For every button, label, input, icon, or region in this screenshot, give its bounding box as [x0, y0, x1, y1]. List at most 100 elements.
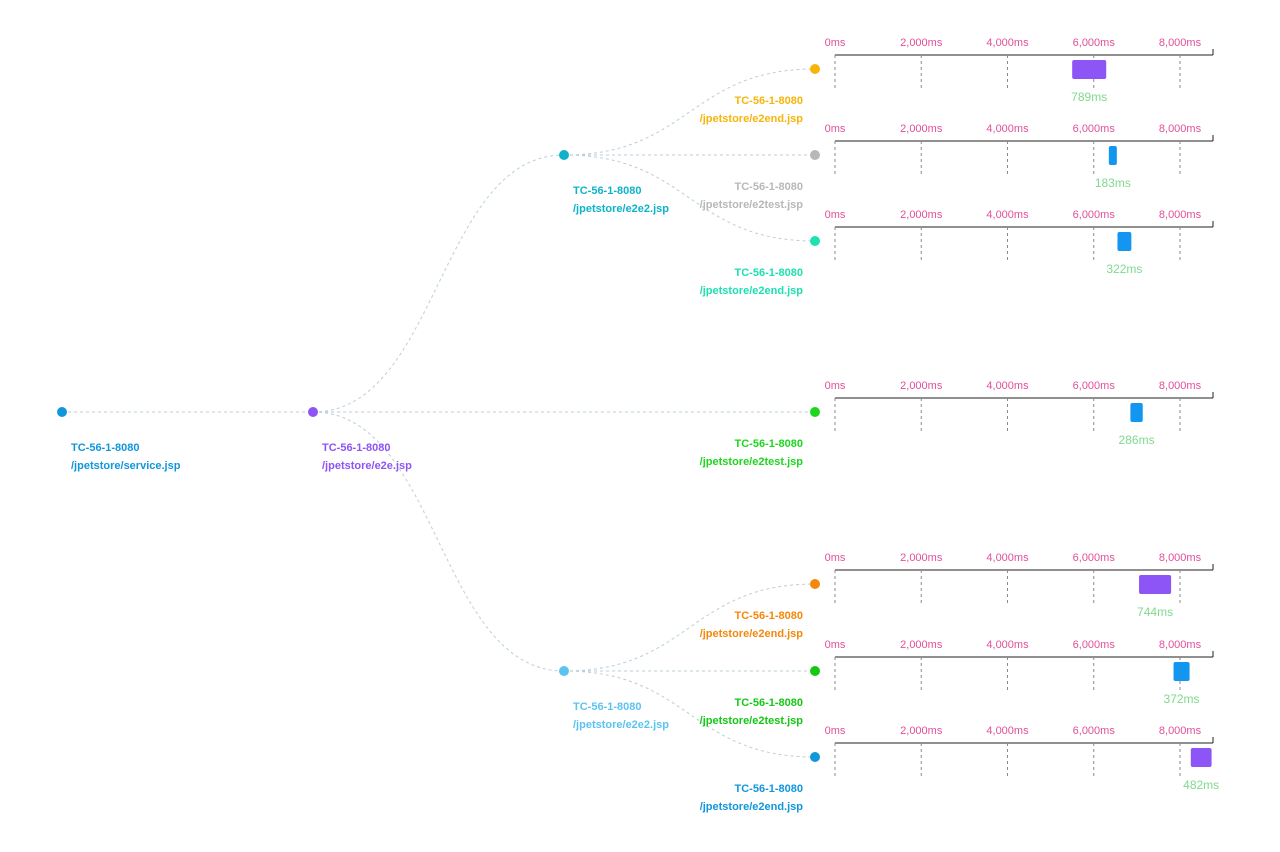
span-timeline-leaf6: 0ms 2,000ms 4,000ms 6,000ms 8,000ms 372ms [825, 639, 1214, 706]
span-duration-label: 183ms [1095, 176, 1131, 190]
timeline-tick-label: 4,000ms [986, 552, 1029, 564]
timeline-tick-label: 4,000ms [986, 123, 1029, 135]
trace-node-leaf4[interactable]: TC-56-1-8080/jpetstore/e2test.jsp [700, 407, 820, 468]
timeline-tick-label: 6,000ms [1073, 123, 1116, 135]
timeline-tick-label: 2,000ms [900, 725, 943, 737]
span-duration-label: 286ms [1119, 433, 1155, 447]
node-dot[interactable] [810, 579, 820, 589]
node-dot[interactable] [810, 64, 820, 74]
span-timeline-leaf2: 0ms 2,000ms 4,000ms 6,000ms 8,000ms 183ms [825, 123, 1214, 190]
span-duration-label: 789ms [1071, 90, 1107, 104]
edges [62, 68, 816, 758]
edge-e2e2b-leaf7 [563, 670, 816, 758]
span-duration-bar[interactable] [1117, 232, 1132, 251]
node-dot[interactable] [810, 666, 820, 676]
timeline-tick-label: 8,000ms [1159, 552, 1202, 564]
node-endpoint-label: /jpetstore/e2end.jsp [700, 285, 804, 297]
timeline-tick-label: 0ms [825, 639, 846, 651]
timeline-tick-label: 2,000ms [900, 209, 943, 221]
span-duration-bar[interactable] [1108, 146, 1117, 165]
timeline-tick-label: 4,000ms [986, 380, 1029, 392]
span-timeline-leaf7: 0ms 2,000ms 4,000ms 6,000ms 8,000ms 482ms [825, 725, 1220, 792]
node-endpoint-label: /jpetstore/e2e2.jsp [573, 719, 669, 731]
node-endpoint-label: /jpetstore/e2test.jsp [700, 456, 804, 468]
edge-e2e2a-leaf1 [563, 68, 816, 156]
trace-node-e2e2b[interactable]: TC-56-1-8080/jpetstore/e2e2.jsp [559, 666, 669, 731]
edge-e2e2b-leaf5 [563, 583, 816, 672]
timeline-tick-label: 2,000ms [900, 123, 943, 135]
span-duration-bar[interactable] [1139, 575, 1172, 594]
trace-node-leaf3[interactable]: TC-56-1-8080/jpetstore/e2end.jsp [700, 236, 820, 297]
span-duration-bar[interactable] [1190, 748, 1212, 767]
node-dot[interactable] [810, 150, 820, 160]
node-endpoint-label: /jpetstore/e2test.jsp [700, 715, 804, 727]
trace-node-e2e[interactable]: TC-56-1-8080/jpetstore/e2e.jsp [308, 407, 412, 472]
timeline-tick-label: 6,000ms [1073, 552, 1116, 564]
timeline-tick-label: 0ms [825, 37, 846, 49]
timeline-tick-label: 4,000ms [986, 639, 1029, 651]
timeline-tick-label: 0ms [825, 725, 846, 737]
timeline-tick-label: 4,000ms [986, 209, 1029, 221]
node-endpoint-label: /jpetstore/service.jsp [71, 460, 181, 472]
span-duration-label: 744ms [1137, 605, 1173, 619]
trace-node-e2e2a[interactable]: TC-56-1-8080/jpetstore/e2e2.jsp [559, 150, 669, 215]
edge-e2e2a-leaf3 [563, 154, 816, 242]
timeline-tick-label: 4,000ms [986, 725, 1029, 737]
timeline-tick-label: 6,000ms [1073, 725, 1116, 737]
trace-node-leaf2[interactable]: TC-56-1-8080/jpetstore/e2test.jsp [700, 150, 820, 211]
span-timeline-leaf4: 0ms 2,000ms 4,000ms 6,000ms 8,000ms 286ms [825, 380, 1214, 447]
node-dot[interactable] [57, 407, 67, 417]
node-endpoint-label: /jpetstore/e2end.jsp [700, 113, 804, 125]
node-endpoint-label: /jpetstore/e2e.jsp [322, 460, 412, 472]
timeline-tick-label: 0ms [825, 123, 846, 135]
span-timeline-leaf3: 0ms 2,000ms 4,000ms 6,000ms 8,000ms 322ms [825, 209, 1214, 276]
timeline-tick-label: 6,000ms [1073, 37, 1116, 49]
node-dot[interactable] [810, 236, 820, 246]
node-dot[interactable] [810, 407, 820, 417]
node-dot[interactable] [810, 752, 820, 762]
timeline-tick-label: 8,000ms [1159, 37, 1202, 49]
timeline-tick-label: 0ms [825, 209, 846, 221]
span-duration-bar[interactable] [1130, 403, 1143, 422]
node-endpoint-label: /jpetstore/e2e2.jsp [573, 203, 669, 215]
timeline-tick-label: 8,000ms [1159, 209, 1202, 221]
timeline-tick-label: 2,000ms [900, 639, 943, 651]
edge-e2e-e2e2a [312, 154, 565, 413]
node-dot[interactable] [559, 150, 569, 160]
node-service-label: TC-56-1-8080 [735, 181, 803, 193]
timeline-tick-label: 8,000ms [1159, 123, 1202, 135]
trace-node-leaf7[interactable]: TC-56-1-8080/jpetstore/e2end.jsp [700, 752, 820, 813]
timeline-tick-label: 2,000ms [900, 380, 943, 392]
node-dot[interactable] [559, 666, 569, 676]
timeline-tick-label: 8,000ms [1159, 639, 1202, 651]
timeline-tick-label: 0ms [825, 380, 846, 392]
span-timeline-leaf1: 0ms 2,000ms 4,000ms 6,000ms 8,000ms 789ms [825, 37, 1214, 104]
node-endpoint-label: /jpetstore/e2test.jsp [700, 199, 804, 211]
timeline-tick-label: 6,000ms [1073, 639, 1116, 651]
timeline-tick-label: 8,000ms [1159, 380, 1202, 392]
node-dot[interactable] [308, 407, 318, 417]
node-service-label: TC-56-1-8080 [735, 610, 803, 622]
timeline-tick-label: 0ms [825, 552, 846, 564]
trace-node-leaf6[interactable]: TC-56-1-8080/jpetstore/e2test.jsp [700, 666, 820, 727]
node-service-label: TC-56-1-8080 [735, 95, 803, 107]
span-duration-label: 482ms [1183, 778, 1219, 792]
timeline-tick-label: 6,000ms [1073, 209, 1116, 221]
trace-node-leaf1[interactable]: TC-56-1-8080/jpetstore/e2end.jsp [700, 64, 820, 125]
node-endpoint-label: /jpetstore/e2end.jsp [700, 801, 804, 813]
span-duration-bar[interactable] [1173, 662, 1190, 681]
timeline-tick-label: 8,000ms [1159, 725, 1202, 737]
span-duration-label: 322ms [1106, 262, 1142, 276]
node-service-label: TC-56-1-8080 [322, 442, 390, 454]
timeline-tick-label: 6,000ms [1073, 380, 1116, 392]
timeline-tick-label: 4,000ms [986, 37, 1029, 49]
timeline-tick-label: 2,000ms [900, 37, 943, 49]
trace-node-root[interactable]: TC-56-1-8080/jpetstore/service.jsp [57, 407, 181, 472]
timeline-tick-label: 2,000ms [900, 552, 943, 564]
span-duration-label: 372ms [1164, 692, 1200, 706]
node-service-label: TC-56-1-8080 [735, 783, 803, 795]
node-service-label: TC-56-1-8080 [735, 697, 803, 709]
trace-node-leaf5[interactable]: TC-56-1-8080/jpetstore/e2end.jsp [700, 579, 820, 640]
node-service-label: TC-56-1-8080 [573, 701, 641, 713]
span-duration-bar[interactable] [1072, 60, 1107, 79]
